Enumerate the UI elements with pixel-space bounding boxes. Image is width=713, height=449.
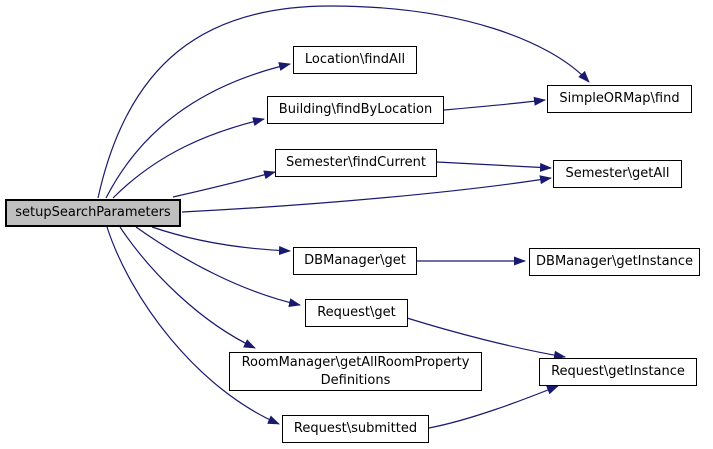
node-request-getinstance[interactable]: Request\getInstance <box>539 358 697 386</box>
edge-setup-to-semester-findcurrent <box>172 170 276 198</box>
node-request-submitted[interactable]: Request\submitted <box>282 415 429 443</box>
node-dbmanager-getinstance[interactable]: DBManager\getInstance <box>529 248 700 276</box>
edge-building-findbylocation-to-simpleormap-find <box>443 96 546 111</box>
node-setup-search-parameters: setupSearchParameters <box>5 199 181 227</box>
edge-setup-to-dbmanager-get <box>151 226 291 256</box>
node-building-findbylocation[interactable]: Building\findByLocation <box>267 96 444 124</box>
edge-setup-to-roommanager <box>119 226 256 349</box>
edge-setup-to-building-findbylocation <box>112 117 265 199</box>
edge-request-get-to-request-getinstance <box>406 317 566 360</box>
node-dbmanager-get[interactable]: DBManager\get <box>293 247 417 275</box>
node-label-line1: RoomManager\getAllRoomProperty <box>241 354 470 370</box>
node-semester-getall[interactable]: Semester\getAll <box>553 160 682 188</box>
edge-semester-findcurrent-to-semester-getall <box>436 161 552 172</box>
node-semester-findcurrent[interactable]: Semester\findCurrent <box>275 149 437 177</box>
edge-setup-to-location-findall <box>105 62 291 199</box>
node-simpleormap-find[interactable]: SimpleORMap\find <box>547 85 692 113</box>
edge-setup-to-request-get <box>135 226 301 307</box>
node-roommanager-getallroompropertydefinitions[interactable]: RoomManager\getAllRoomProperty Definitio… <box>229 352 482 391</box>
edge-setup-to-simpleormap-find <box>97 5 590 199</box>
node-location-findall[interactable]: Location\findAll <box>293 46 417 74</box>
edge-request-submitted-to-request-getinstance <box>428 385 559 429</box>
node-request-get[interactable]: Request\get <box>305 299 408 327</box>
edge-setup-to-semester-getall <box>181 175 552 213</box>
node-label-line2: Definitions <box>320 372 391 388</box>
edge-setup-to-request-submitted <box>106 226 280 425</box>
